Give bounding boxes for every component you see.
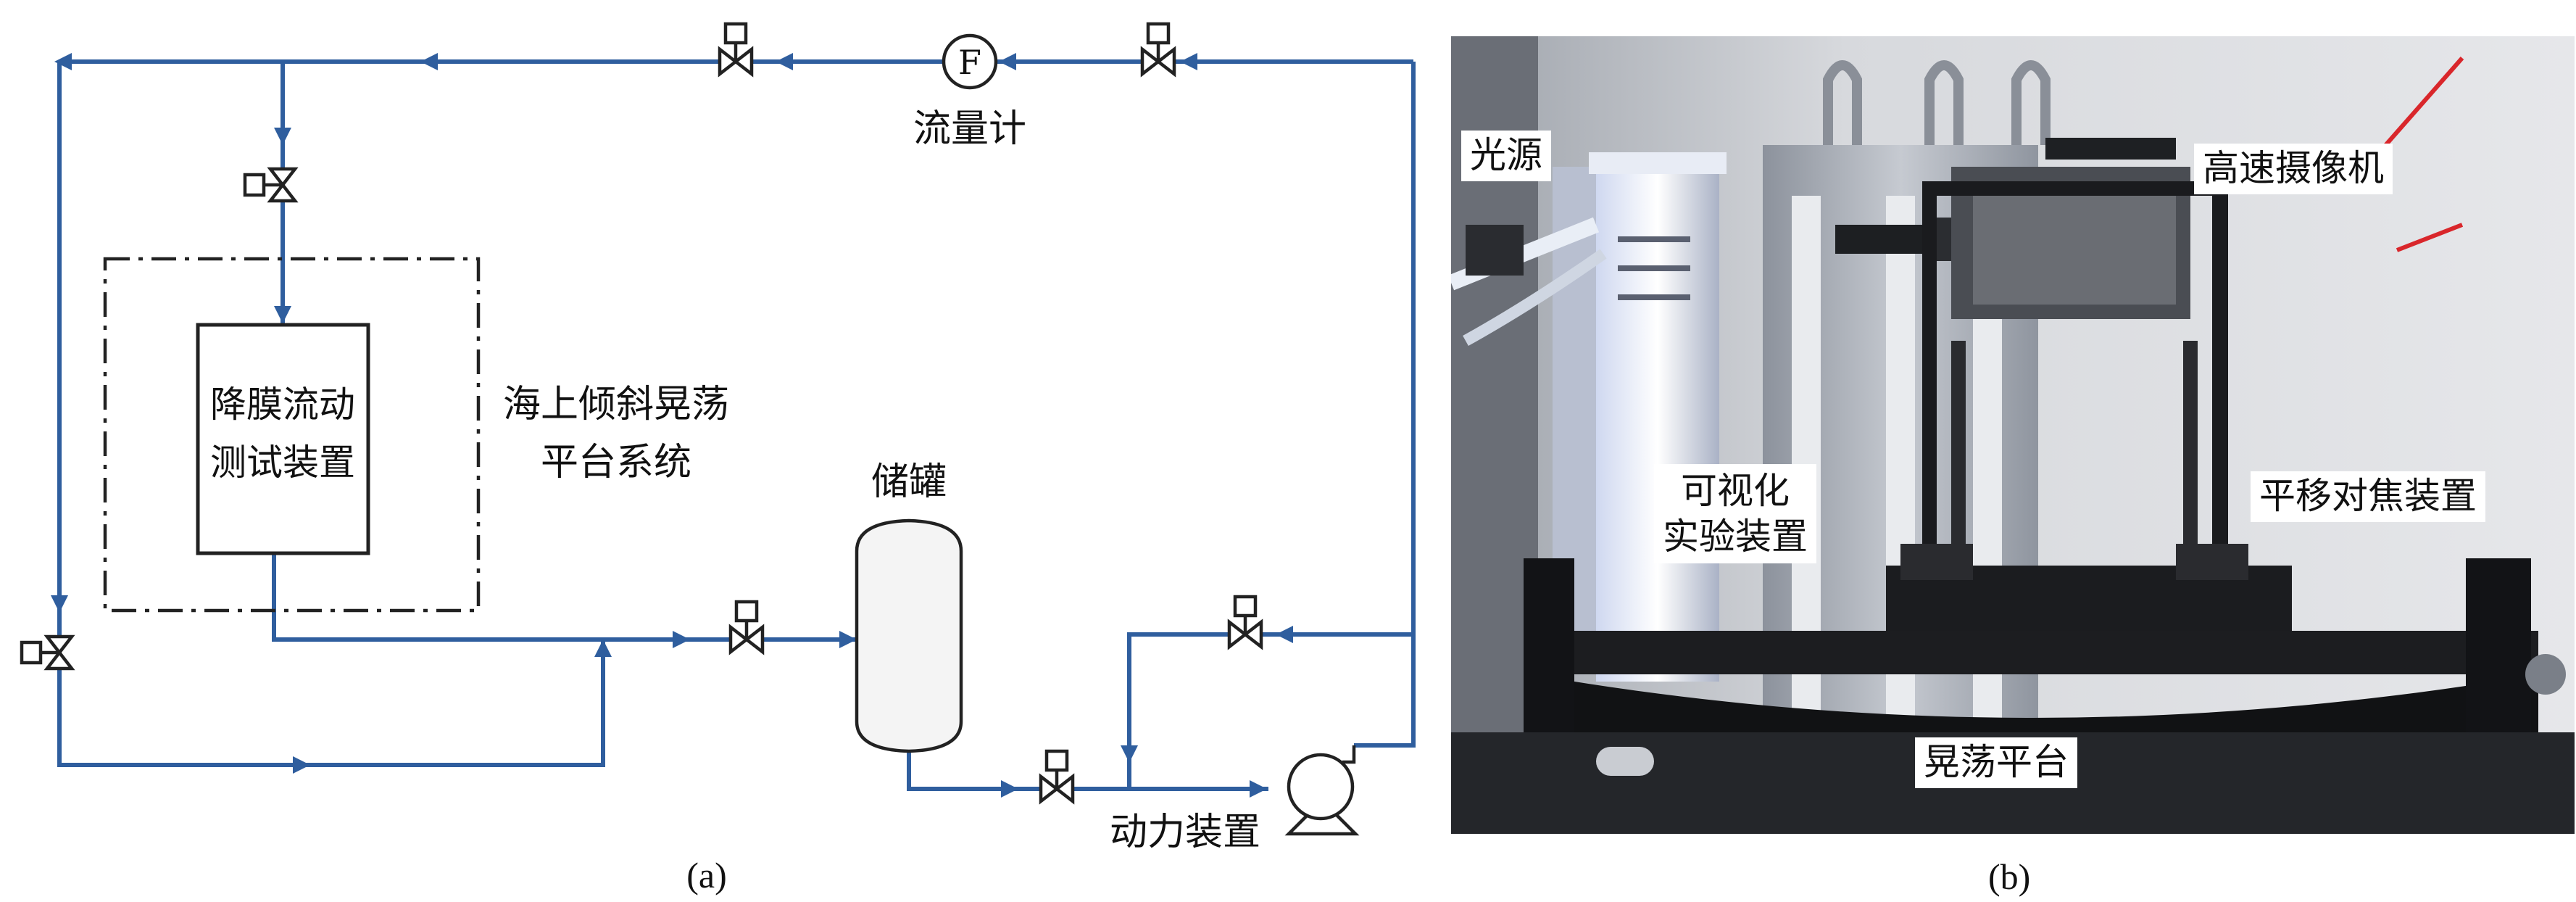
platform-label-line1: 海上倾斜晃荡 xyxy=(503,383,729,426)
valve-tank-inlet xyxy=(731,602,763,652)
flowmeter-symbol: F xyxy=(958,43,981,82)
valve-test-inlet xyxy=(245,169,295,201)
rig-photo: 光源 高速摄像机 可视化 实验装置 平移对焦装置 晃荡平台 xyxy=(1451,36,2575,834)
valve-tank-outlet xyxy=(1041,751,1073,801)
label-visual-device: 可视化 实验装置 xyxy=(1654,464,1816,563)
flow-diagram: F 流量计 降膜流动 测试装置 海上倾斜晃荡 平台系统 储罐 动力装置 (a) xyxy=(0,0,1416,895)
flow-arrows xyxy=(51,53,1293,798)
platform-boundary xyxy=(103,257,481,613)
label-focus-device: 平移对焦装置 xyxy=(2251,471,2485,522)
valve-left xyxy=(22,637,72,669)
label-light-source: 光源 xyxy=(1461,131,1551,181)
tank-label: 储罐 xyxy=(871,460,947,504)
platform-label-line2: 平台系统 xyxy=(541,441,691,484)
leader-camera xyxy=(2380,57,2464,150)
valve-top-left xyxy=(720,24,752,74)
flowmeter-label: 流量计 xyxy=(913,107,1026,151)
test-device-line2: 测试装置 xyxy=(210,442,355,484)
flowmeter: F xyxy=(942,33,998,90)
test-device-line1: 降膜流动 xyxy=(210,384,355,426)
panel-b-caption: (b) xyxy=(1988,856,2031,897)
storage-tank xyxy=(855,518,963,753)
label-sloshing-platform: 晃荡平台 xyxy=(1915,737,2077,788)
camera-lens xyxy=(1835,225,1937,254)
label-high-speed-camera: 高速摄像机 xyxy=(2194,144,2393,194)
pump xyxy=(1284,745,1360,836)
pump-label: 动力装置 xyxy=(1110,811,1260,854)
rig-photo-illustration xyxy=(1451,36,2575,834)
label-visual-device-line1: 可视化 xyxy=(1681,470,1790,512)
panel-a-caption: (a) xyxy=(686,855,727,895)
test-device-box xyxy=(196,323,370,555)
leader-focus xyxy=(2396,223,2464,252)
visual-test-tube xyxy=(1596,160,1719,682)
valve-recirculation xyxy=(1229,597,1261,647)
valve-top-right xyxy=(1142,24,1174,74)
label-visual-device-line2: 实验装置 xyxy=(1663,515,1808,558)
sloshing-platform-top xyxy=(1531,631,2538,674)
